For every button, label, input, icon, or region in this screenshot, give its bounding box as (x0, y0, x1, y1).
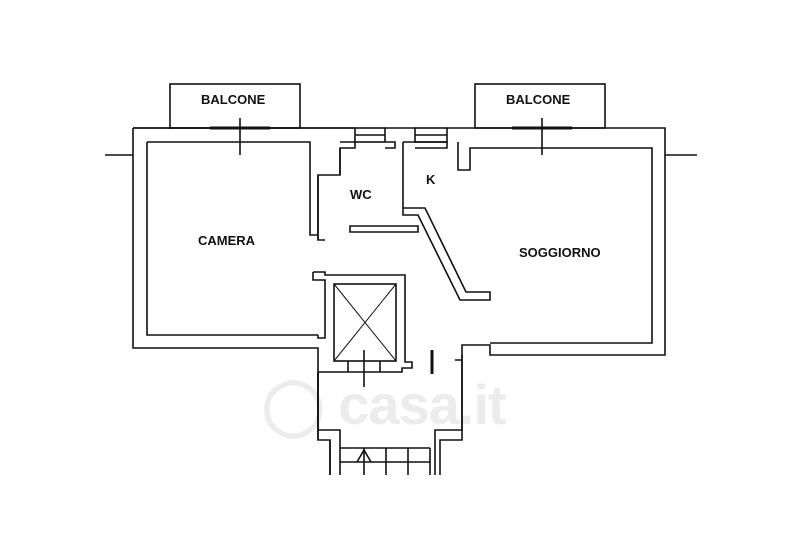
watermark-logo: ◯ casa.it (262, 373, 507, 436)
label-balcone-left: BALCONE (201, 92, 266, 107)
label-wc: WC (350, 187, 372, 202)
label-balcone-right: BALCONE (506, 92, 571, 107)
label-camera: CAMERA (198, 233, 256, 248)
label-kitchen: K (426, 172, 436, 187)
label-soggiorno: SOGGIORNO (519, 245, 601, 260)
